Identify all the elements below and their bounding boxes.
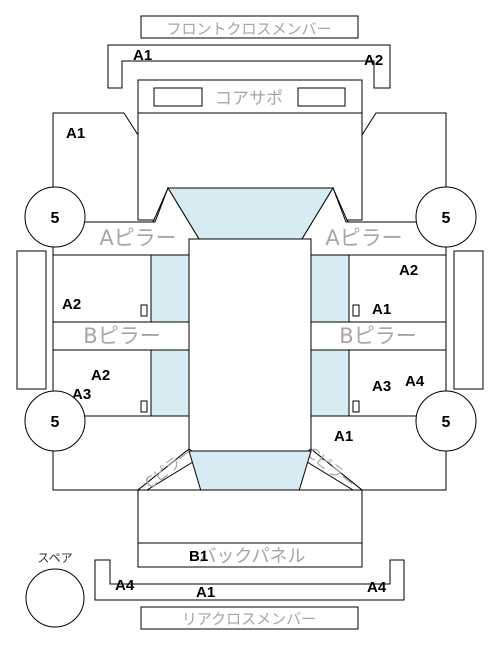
- roof: [188, 238, 312, 452]
- spare-tire: [25, 568, 85, 628]
- spare-label: スペア: [37, 551, 72, 565]
- rear-left-wheel: [24, 390, 86, 452]
- right-front-door-a1: A1: [372, 301, 391, 318]
- rear-bumper-a4-right: A4: [367, 579, 387, 596]
- right-rear-quarter-a1: A1: [334, 428, 353, 445]
- front-bumper-outline: [107, 44, 391, 89]
- front-cross-member-label: フロントクロスメンバー: [166, 20, 331, 38]
- rear-bumper-a4-left: A4: [115, 577, 135, 594]
- b-pillar-left-label: Bピラー: [83, 324, 160, 348]
- right-side-sill: [453, 250, 484, 390]
- b-pillar-left: [52, 321, 190, 351]
- rear-right-wheel: [415, 390, 477, 452]
- rear-right-wheel-value: 5: [442, 414, 451, 431]
- front-right-wheel: [415, 186, 477, 248]
- back-panel-b1: B1: [189, 548, 208, 565]
- right-rear-window: [310, 349, 350, 417]
- rear-cross-member-box: [140, 606, 359, 630]
- right-front-window: [310, 254, 350, 323]
- front-bumper-a1: A1: [133, 47, 152, 64]
- left-front-window: [150, 254, 190, 323]
- a-pillar-left-label: Aピラー: [99, 226, 176, 250]
- a-pillar-right-label: Aピラー: [325, 226, 402, 250]
- front-cross-member-box: [140, 15, 359, 39]
- back-panel-box: [137, 542, 363, 568]
- left-rear-door-a3: A3: [72, 386, 91, 403]
- b-pillar-right-label: Bピラー: [339, 324, 416, 348]
- left-rear-door-a2: A2: [91, 367, 110, 384]
- rear-cross-member-label: リアクロスメンバー: [182, 610, 316, 628]
- trunk-lid: [137, 489, 363, 544]
- right-rear-door-a3: A3: [372, 378, 391, 395]
- left-front-door-a2: A2: [62, 296, 81, 313]
- core-support-left-slot: [153, 87, 203, 107]
- front-left-wheel-value: 5: [51, 210, 60, 227]
- right-rear-door-handle: [352, 400, 360, 413]
- front-right-wheel-value: 5: [442, 210, 451, 227]
- back-panel-label: バックパネル: [198, 546, 305, 567]
- rear-bumper-outline: [94, 559, 405, 601]
- core-support-label: コアサポ: [215, 89, 283, 109]
- rear-window: [188, 450, 312, 492]
- right-front-door-a2: A2: [399, 262, 418, 279]
- left-side-sill: [16, 250, 47, 390]
- front-bumper-a2: A2: [364, 52, 383, 69]
- left-front-door-handle: [140, 304, 148, 317]
- right-front-door-handle: [352, 304, 360, 317]
- b-pillar-right: [310, 321, 447, 351]
- rear-left-wheel-value: 5: [51, 414, 60, 431]
- core-support-right-slot: [297, 87, 346, 107]
- left-rear-door-handle: [140, 400, 148, 413]
- front-left-fender-a1: A1: [66, 125, 85, 142]
- left-rear-window: [150, 349, 190, 417]
- front-left-wheel: [24, 186, 86, 248]
- rear-bumper-a1: A1: [196, 584, 215, 601]
- right-rear-door-a4: A4: [405, 373, 425, 390]
